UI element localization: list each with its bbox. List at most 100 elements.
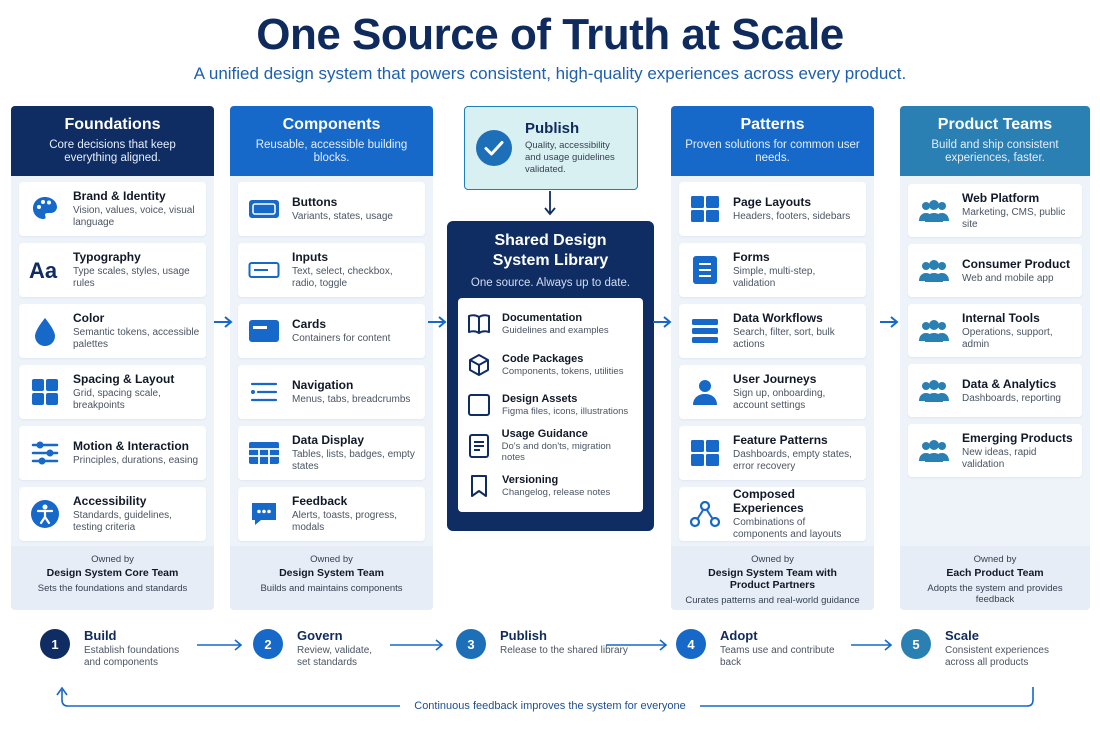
step-sub: Establish foundations and components <box>84 645 180 668</box>
publish-desc: Quality, accessibility and usage guideli… <box>525 140 615 175</box>
input-icon <box>248 254 280 286</box>
shared-library: Shared Design System Library One source.… <box>447 221 654 531</box>
item-title: Typography <box>73 250 141 264</box>
step-number: 5 <box>901 629 931 659</box>
chat-icon <box>248 498 280 530</box>
item-title: Cards <box>292 317 327 331</box>
owner-box: Owned by Design System Team with Product… <box>671 546 874 610</box>
column-product-teams: Product Teams Build and ship consistent … <box>900 106 1090 610</box>
item-title: Navigation <box>292 378 354 392</box>
item-sub: Type scales, styles, usage rules <box>73 266 190 289</box>
item-sub: Guidelines and examples <box>502 325 609 337</box>
item-color: Color Semantic tokens, accessible palett… <box>19 304 206 358</box>
item-sub: Marketing, CMS, public site <box>962 206 1066 230</box>
step-sub: Review, validate, set standards <box>297 645 373 668</box>
item-sub: Headers, footers, sidebars <box>733 211 851 222</box>
arrow-right-icon <box>428 316 447 328</box>
item-title: Data Workflows <box>733 311 823 325</box>
sliders-icon <box>29 437 61 469</box>
owner-label: Owned by <box>91 554 134 565</box>
owner-box: Owned by Design System Core Team Sets th… <box>11 546 214 610</box>
arrow-right-icon <box>880 316 899 328</box>
owner-desc: Sets the foundations and standards <box>37 583 188 594</box>
table-icon <box>248 437 280 469</box>
bookmark-icon <box>466 473 492 499</box>
column-header: Patterns Proven solutions for common use… <box>671 106 874 176</box>
item-motion-interaction: Motion & Interaction Principles, duratio… <box>19 426 206 480</box>
owner-team: Each Product Team <box>946 567 1044 579</box>
owner-team: Design System Core Team <box>46 567 179 579</box>
check-circle-icon <box>475 129 513 167</box>
item-title: Versioning <box>502 474 559 487</box>
owner-label: Owned by <box>973 554 1017 565</box>
column-desc: Reusable, accessible building blocks. <box>255 139 408 164</box>
owner-desc: Curates patterns and real-world guidance <box>685 595 860 606</box>
item-title: Page Layouts <box>733 195 812 209</box>
user-icon <box>689 376 721 408</box>
item-title: Design Assets <box>502 393 578 406</box>
column-title: Product Teams <box>937 116 1053 133</box>
item-title: Usage Guidance <box>501 428 588 441</box>
item-title: Code Packages <box>502 352 584 365</box>
item-sub: Alerts, toasts, progress, modals <box>292 510 398 533</box>
item-cards: Cards Containers for content <box>238 304 425 358</box>
library-title: Shared Design System Library <box>492 232 609 269</box>
item-sub: Tables, lists, badges, empty states <box>292 449 415 472</box>
item-title: Feedback <box>292 494 348 508</box>
page-title: One Source of Truth at Scale <box>256 10 844 59</box>
team-icon <box>918 195 950 227</box>
item-sub: Operations, support, admin <box>962 326 1053 350</box>
owner-desc: Adopts the system and provides feedback <box>927 583 1063 605</box>
item-sub: Changelog, release notes <box>502 487 611 499</box>
item-title: Data Display <box>292 433 365 447</box>
card-icon <box>248 315 280 347</box>
item-sub: Simple, multi-step, validation <box>733 266 816 289</box>
item-title: User Journeys <box>733 372 817 386</box>
square-icon <box>466 392 492 418</box>
feedback-loop-text: Continuous feedback improves the system … <box>414 700 686 712</box>
item-title: Color <box>73 311 105 325</box>
item-title: Data & Analytics <box>962 376 1057 391</box>
item-title: Consumer Product <box>962 256 1071 271</box>
form-icon <box>689 254 721 286</box>
item-title: Internal Tools <box>962 310 1040 325</box>
item-sub: Grid, spacing scale, breakpoints <box>73 388 161 411</box>
book-icon <box>466 311 492 337</box>
item-title: Buttons <box>292 195 338 209</box>
team-icon <box>918 435 950 467</box>
step-title: Govern <box>297 628 343 643</box>
item-sub: Semantic tokens, accessible palettes <box>73 327 200 350</box>
item-sub: Combinations of components and layouts <box>733 517 842 540</box>
step-title: Build <box>84 628 117 643</box>
item-title: Forms <box>733 250 770 264</box>
team-icon <box>918 375 950 407</box>
item-sub: Vision, values, voice, visual language <box>73 205 195 228</box>
item-sub: Sign up, onboarding, account settings <box>733 388 826 411</box>
item-title: Motion & Interaction <box>73 439 189 453</box>
step-title: Publish <box>500 628 547 643</box>
network-icon <box>689 498 721 530</box>
column-header: Product Teams Build and ship consistent … <box>900 106 1090 176</box>
owner-desc: Builds and maintains components <box>260 583 403 594</box>
navigation-icon <box>248 376 280 408</box>
item-title: Inputs <box>292 250 328 264</box>
item-title: Brand & Identity <box>73 189 166 203</box>
step-sub: Release to the shared library <box>500 645 628 656</box>
team-icon <box>918 255 950 287</box>
owner-label: Owned by <box>310 554 353 565</box>
layout-icon <box>689 193 721 225</box>
library-subtitle: One source. Always up to date. <box>470 277 631 289</box>
